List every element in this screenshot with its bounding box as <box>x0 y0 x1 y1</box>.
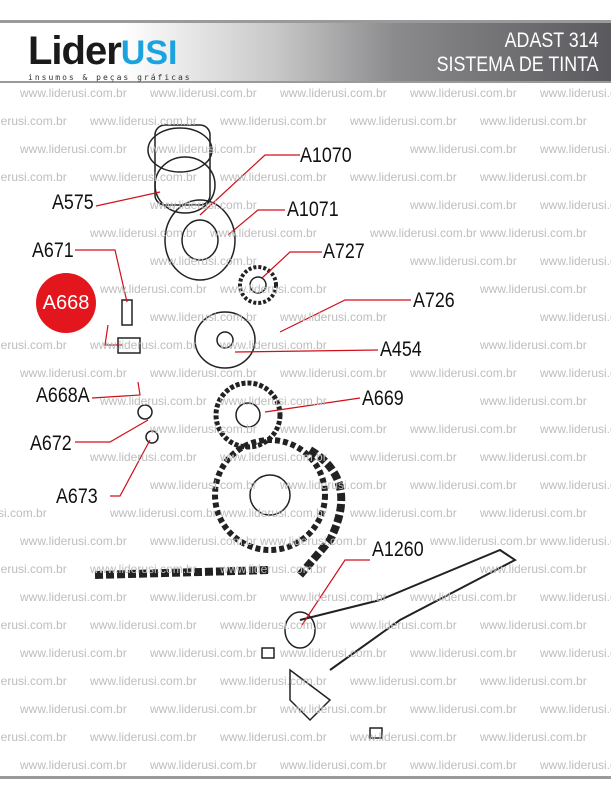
chain <box>94 446 346 579</box>
part-label-a575: A575 <box>52 191 94 214</box>
part-label-a671: A671 <box>32 239 74 262</box>
part-label-a673: A673 <box>56 485 98 508</box>
part-label-a726: A726 <box>413 289 455 312</box>
part-label-a1071: A1071 <box>287 198 339 221</box>
part-label-a727: A727 <box>323 240 365 263</box>
sprocket <box>212 437 328 553</box>
small-parts <box>117 299 383 739</box>
part-label-a669: A669 <box>362 387 404 410</box>
leader-lines <box>75 154 411 626</box>
roller-assembly <box>147 124 236 281</box>
part-label-a454: A454 <box>380 338 422 361</box>
cam-plate <box>194 311 256 369</box>
part-label-a668a: A668A <box>36 384 90 407</box>
part-label-a1260: A1260 <box>372 538 424 561</box>
lever-handle <box>284 548 517 722</box>
part-label-a1070: A1070 <box>300 144 352 167</box>
small-gear <box>238 265 278 305</box>
part-label-a672: A672 <box>30 432 72 455</box>
footer-divider <box>0 776 611 779</box>
part-highlight-a668: A668 <box>36 273 96 333</box>
